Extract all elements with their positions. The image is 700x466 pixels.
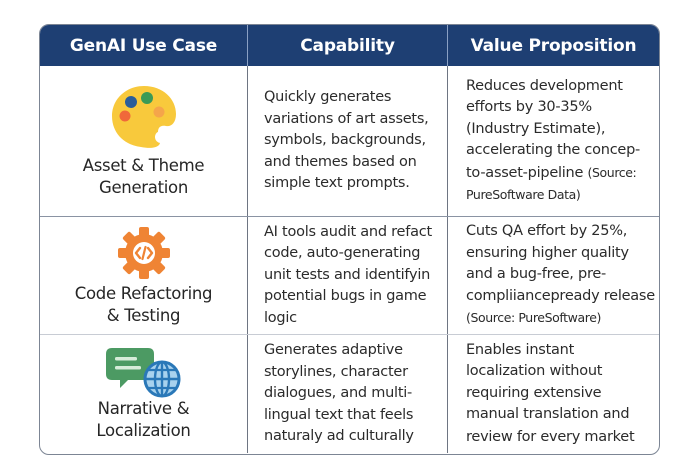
genai-use-case-table: GenAI Use Case Capability Value Proposit… [39,24,660,455]
use-case-label: Narrative & Localization [96,399,191,440]
column-header-use-case: GenAI Use Case [40,25,248,66]
value-proposition-text: Reduces development efforts by 30-35% (I… [466,77,641,203]
palette-icon [111,86,176,148]
capability-cell: Generates adaptive storylines, character… [248,335,448,453]
capability-cell: Quickly generates variations of art asse… [248,66,448,216]
use-case-cell: Narrative & Localization [40,335,248,453]
code-gear-icon [117,226,170,279]
table-row: Narrative & Localization Generates adapt… [40,334,659,453]
table-row: Asset & Theme Generation Quickly generat… [40,66,659,216]
source-note: (Source: PureSoftware) [466,310,601,326]
value-proposition-cell: Cuts QA effort by 25%, ensuring higher q… [448,217,659,334]
use-case-cell: Code Refactoring & Testing [40,217,248,334]
source-note: (Source: PureSoftware Data) [466,164,637,203]
table-row: Code Refactoring & Testing AI tools audi… [40,216,659,334]
chat-globe-icon [105,348,180,398]
value-proposition-cell: Enables instant localization without req… [448,335,659,453]
capability-text: Quickly generates variations of art asse… [264,89,429,192]
use-case-label: Code Refactoring & Testing [74,283,213,325]
capability-text: AI tools audit and refact code, auto-gen… [264,223,432,326]
capability-text: Generates adaptive storylines, character… [264,342,414,445]
column-header-value-proposition: Value Proposition [470,35,637,56]
value-proposition-text: Enables instant localization without req… [466,341,635,445]
column-header-capability: Capability [248,25,448,66]
use-case-cell: Asset & Theme Generation [40,66,248,216]
table-header: GenAI Use Case Capability Value Proposit… [40,25,659,66]
capability-cell: AI tools audit and refact code, auto-gen… [248,217,448,334]
value-proposition-text: Cuts QA effort by 25%, ensuring higher q… [466,223,655,326]
use-case-label: Asset & Theme Generation [82,156,205,197]
value-proposition-cell: Reduces development efforts by 30-35% (I… [448,66,659,216]
